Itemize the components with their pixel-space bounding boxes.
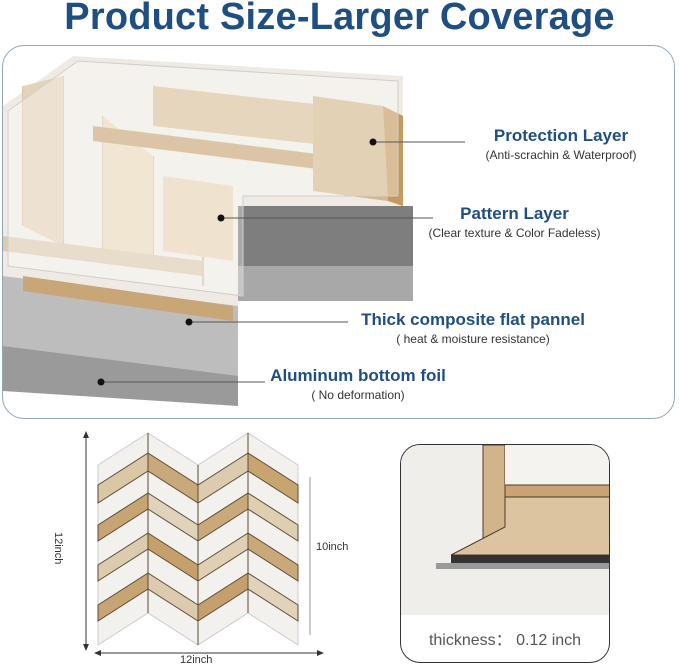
- pattern-layer-title: Pattern Layer: [460, 204, 569, 223]
- pattern-layer-desc: (Clear texture & Color Fadeless): [428, 226, 601, 240]
- aluminum-foil-title: Aluminum bottom foil: [270, 366, 446, 385]
- thickness-closeup: thickness： 0.12 inch: [400, 444, 610, 663]
- thickness-closeup-image: [401, 445, 609, 615]
- protection-layer-label: Protection Layer (Anti-scrachin & Waterp…: [461, 126, 661, 162]
- layer-illustration: [3, 56, 465, 406]
- protection-layer-desc: (Anti-scrachin & Waterproof): [485, 148, 637, 162]
- thickness-text: thickness： 0.12 inch: [401, 626, 609, 650]
- layers-panel: Protection Layer (Anti-scrachin & Waterp…: [2, 45, 675, 419]
- thickness-separator: ：: [495, 632, 512, 649]
- width-dimension-label: 12inch: [180, 654, 213, 666]
- thickness-label: thickness: [428, 632, 496, 649]
- tile-sheet-illustration: [83, 431, 324, 656]
- composite-panel-desc: ( heat & moisture resistance): [396, 332, 550, 346]
- composite-panel-title: Thick composite flat pannel: [361, 310, 585, 329]
- page-title: Product Size-Larger Coverage: [64, 0, 615, 38]
- pattern-layer-label: Pattern Layer (Clear texture & Color Fad…: [407, 204, 622, 240]
- composite-panel-label: Thick composite flat pannel ( heat & moi…: [343, 310, 603, 346]
- aluminum-foil-desc: ( No deformation): [311, 388, 405, 402]
- chevron-tile: [97, 432, 299, 646]
- thickness-value: 0.12 inch: [516, 632, 582, 649]
- inner-height-dimension-label: 10inch: [316, 541, 349, 553]
- height-dimension-label: 12inch: [52, 532, 64, 565]
- aluminum-foil-label: Aluminum bottom foil ( No deformation): [258, 366, 458, 402]
- protection-layer-title: Protection Layer: [493, 126, 629, 145]
